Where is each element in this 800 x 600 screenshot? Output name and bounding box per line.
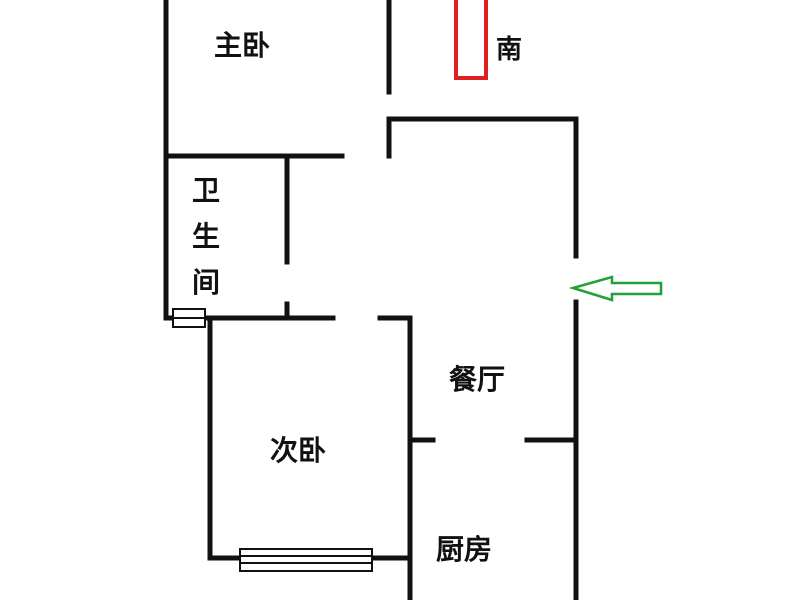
room-label-master-bedroom: 主卧 — [214, 29, 271, 62]
compass-south-label: 南 — [496, 35, 523, 65]
entrance-arrow-icon — [568, 275, 663, 302]
compass-south-marker — [454, 0, 488, 80]
second-bedroom-window — [239, 548, 373, 572]
room-label-bathroom: 卫生间 — [191, 174, 220, 299]
room-label-dining-room: 餐厅 — [449, 363, 506, 396]
room-label-second-bedroom: 次卧 — [270, 434, 327, 467]
room-label-kitchen: 厨房 — [436, 533, 493, 566]
walls — [163, 0, 579, 600]
bathroom-window — [172, 308, 206, 328]
